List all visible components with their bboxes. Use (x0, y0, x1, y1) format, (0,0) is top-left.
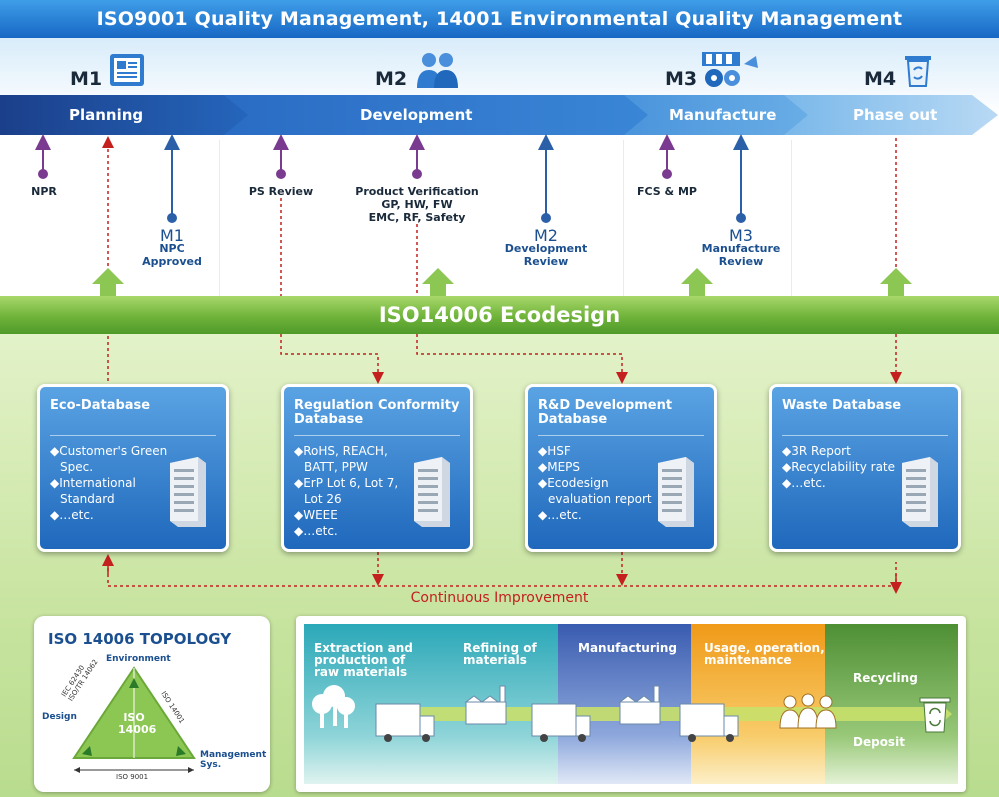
milestone-m1: M1 NPC Approved (142, 226, 202, 269)
topology-design: Design (42, 712, 77, 722)
phase-code-m3: M3 (665, 68, 698, 90)
regulation-database-items: ◆RoHS, REACH, BATT, PPW ◆ErP Lot 6, Lot … (294, 444, 399, 538)
phase-code-m4: M4 (864, 68, 897, 90)
truck-icon (679, 703, 739, 742)
lifecycle-flow-graphics (312, 685, 952, 742)
server-icon (658, 457, 694, 527)
server-icon (902, 457, 938, 527)
phase-code-m1: M1 (70, 68, 103, 90)
topology-title: ISO 14006 TOPOLOGY (48, 630, 232, 648)
truck-icon (375, 703, 435, 742)
tree-icon (312, 685, 355, 728)
topology-center: ISO 14006 (118, 711, 157, 736)
topology-panel: ISO 14006 TOPOLOGY Environment Design Ma… (34, 616, 270, 792)
factory-icon (464, 685, 507, 725)
column-divider (790, 140, 791, 296)
stage-label-extraction: Extraction and production of raw materia… (314, 641, 413, 679)
stage-label-usage: Usage, operation, maintenance (704, 641, 825, 667)
people-icon (779, 693, 837, 729)
continuous-improvement-label: Continuous Improvement (410, 590, 589, 606)
phase-area (0, 38, 999, 296)
top-connectors (35, 134, 912, 298)
truck-icon (531, 703, 591, 742)
stage-label-deposit: Deposit (853, 735, 905, 749)
product-verification-label: Product Verification GP, HW, FW EMC, RF,… (355, 185, 479, 224)
stage-label-refining: Refining of materials (463, 641, 537, 667)
page-title: ISO9001 Quality Management, 14001 Enviro… (0, 0, 999, 38)
stage-label-manufacturing: Manufacturing (578, 641, 677, 655)
phase-planning: Planning (69, 106, 144, 124)
topology-environment: Environment (106, 654, 171, 664)
ps-review-label: PS Review (248, 185, 314, 198)
column-divider (218, 140, 219, 296)
phase-arrow-bar (0, 95, 998, 135)
milestone-m2: M2 Development Review (504, 226, 588, 269)
column-divider (622, 140, 623, 296)
stage-label-recycling: Recycling (853, 671, 918, 685)
recycle-bin-icon (902, 50, 934, 88)
server-icon (414, 457, 450, 527)
npr-label: NPR (31, 185, 57, 198)
rd-database-items: ◆HSF ◆MEPS ◆Ecodesign evaluation report … (538, 444, 652, 522)
factory-gears-icon (700, 50, 760, 90)
lifecycle-panel: Extraction and production of raw materia… (296, 616, 966, 792)
topology-triangle (72, 666, 196, 773)
topology-management: Management Sys. (200, 750, 267, 770)
ecodesign-bar: ISO14006 Ecodesign (0, 296, 999, 334)
waste-database-items: ◆3R Report ◆Recyclability rate ◆…etc. (782, 444, 896, 490)
milestone-m3: M3 Manufacture Review (701, 226, 781, 269)
topology-edge-bottom: ISO 9001 (116, 773, 149, 781)
phase-manufacture: Manufacture (669, 106, 777, 124)
factory-icon (618, 685, 661, 725)
waste-database-box: Waste Database ◆3R Report ◆Recyclability… (769, 384, 961, 552)
phase-development: Development (360, 106, 473, 124)
phase-code-m2: M2 (375, 68, 408, 90)
eco-database-items: ◆Customer's Green Spec. ◆International S… (50, 444, 168, 522)
eco-database-box: Eco-Database ◆Customer's Green Spec. ◆In… (37, 384, 229, 552)
recycle-bin-icon (919, 697, 951, 733)
team-icon (414, 50, 460, 90)
document-icon (108, 52, 146, 88)
database-connectors (102, 334, 902, 594)
phase-phase-out: Phase out (853, 106, 938, 124)
fcs-mp-label: FCS & MP (637, 185, 697, 198)
server-icon (170, 457, 206, 527)
